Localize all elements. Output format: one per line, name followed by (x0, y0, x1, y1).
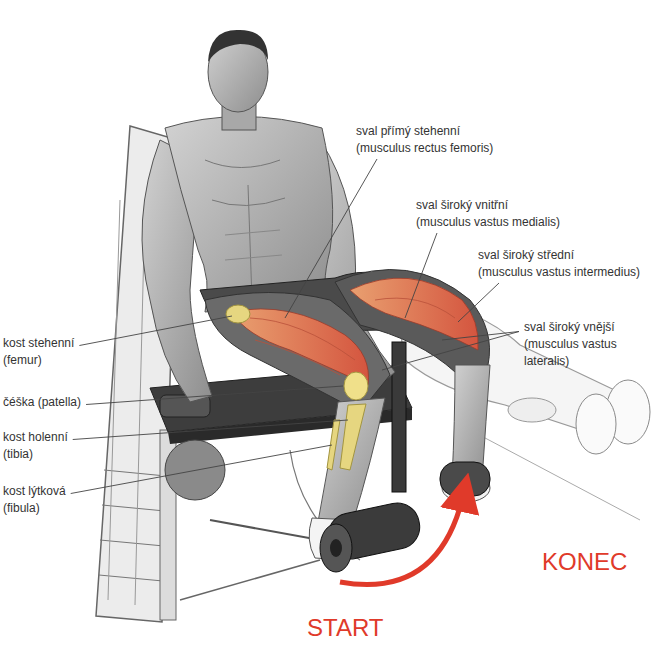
end-position-leg (576, 394, 616, 454)
bone-label: (femur) (2, 353, 43, 368)
bone-label: (fibula) (2, 501, 41, 516)
machine-frame (392, 342, 406, 492)
leader-line (442, 332, 519, 341)
left-leg (318, 398, 385, 525)
leader-line (285, 159, 377, 318)
left-leg (344, 372, 368, 400)
start-label: START (306, 614, 384, 642)
leader-line (71, 445, 332, 494)
bone-label: (tibia) (2, 447, 34, 462)
man-body (225, 230, 280, 235)
leader-line (405, 233, 437, 318)
bone-label: kost stehenní (2, 336, 75, 351)
right-leg (375, 298, 455, 318)
left-leg (232, 309, 369, 385)
chair-back (108, 200, 120, 600)
muscle-label: sval široký vnější (523, 320, 616, 335)
left-leg (250, 318, 355, 360)
movement-arrow (340, 492, 464, 585)
left-leg (226, 305, 250, 323)
chair-back (102, 505, 165, 511)
muscle-label: (musculus vastus medialis) (415, 215, 561, 230)
muscle-label: (musculus rectus femoris) (355, 141, 494, 156)
end-position-leg (508, 398, 556, 422)
muscle-label: (musculus vastus intermedius) (477, 265, 641, 280)
roller-pad (330, 539, 342, 557)
muscle-label: sval široký vnitřní (415, 198, 509, 213)
roller-pad (440, 462, 490, 496)
left-leg (340, 404, 366, 470)
leader-line (86, 386, 343, 405)
leader-line (79, 316, 232, 346)
man-body (248, 185, 252, 300)
bone-label: kost holenní (2, 430, 69, 445)
left-leg (327, 420, 340, 470)
muscle-label: sval přímý stehenní (355, 124, 461, 139)
leader-line (73, 420, 348, 440)
roller-pad (320, 524, 352, 572)
muscle-label: sval široký střední (477, 248, 575, 263)
bone-label: čéška (patella) (2, 395, 82, 410)
man-body (225, 255, 282, 260)
muscle-label: lateralis) (523, 354, 570, 369)
end-position-leg (470, 430, 640, 520)
chair-back (104, 470, 166, 476)
muscle-label: (musculus vastus (523, 337, 618, 352)
bone-label: kost lýtková (2, 484, 67, 499)
leader-line (382, 332, 519, 371)
man-body (208, 30, 268, 62)
machine-frame (180, 560, 320, 600)
end-label: KONEC (541, 548, 628, 576)
movement-arrow (340, 492, 464, 585)
left-leg (255, 340, 340, 375)
leader-line (458, 283, 499, 322)
roller-pad (320, 462, 490, 572)
man-body (205, 160, 280, 168)
machine-frame (210, 520, 320, 540)
